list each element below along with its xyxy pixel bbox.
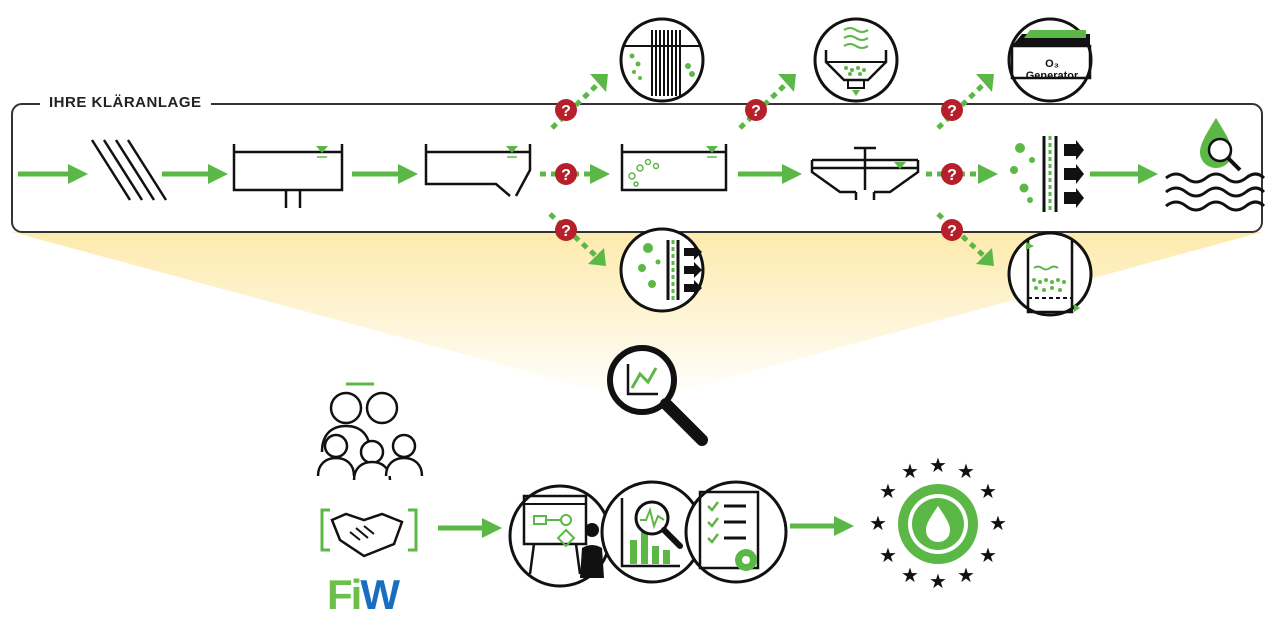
ozone-symbol: O₃: [1045, 58, 1059, 70]
svg-text:★: ★: [901, 459, 919, 483]
upgrade-arrows-2: [738, 74, 796, 130]
fiw-logo-fi: Fi: [327, 571, 362, 618]
expert-team-icon: [316, 382, 424, 481]
svg-text:★: ★: [901, 563, 919, 587]
svg-text:★: ★: [879, 543, 897, 567]
primary-clarifier-icon: [232, 144, 344, 208]
data-analysis-icon: [600, 480, 704, 584]
question-mark-icons: [555, 99, 963, 241]
membrane-bioreactor-icon: [619, 227, 705, 313]
svg-text:★: ★: [869, 511, 887, 535]
frame-title: IHRE KLÄRANLAGE: [40, 94, 211, 111]
handshake-icon: [320, 508, 418, 558]
clean-water-icon: [1165, 118, 1266, 212]
fiw-logo: FiW: [327, 571, 400, 618]
ozone-generator-label: O₃ Generator: [1010, 58, 1094, 82]
membrane-filter-icon: [1010, 136, 1084, 212]
svg-text:★: ★: [929, 453, 947, 477]
svg-text:★: ★: [979, 479, 997, 503]
svg-text:★: ★: [957, 459, 975, 483]
activated-sludge-tank-icon: [620, 144, 728, 192]
svg-text:★: ★: [989, 511, 1007, 535]
svg-text:★: ★: [929, 569, 947, 593]
svg-text:★: ★: [957, 563, 975, 587]
svg-text:★: ★: [979, 543, 997, 567]
sand-filter-icon: [813, 17, 899, 103]
svg-text:★: ★: [879, 479, 897, 503]
granular-filter-icon: [1007, 231, 1093, 317]
drum-screen-icon: [619, 17, 705, 103]
checklist-settings-icon: [684, 480, 788, 584]
consulting-flow-arrows: [438, 516, 854, 538]
planning-presentation-icon: [508, 484, 612, 588]
ozone-word: Generator: [1025, 70, 1079, 82]
fiw-logo-w: W: [360, 571, 400, 618]
secondary-clarifier-icon: [810, 146, 920, 200]
quality-seal-icon: ★ ★ ★ ★ ★ ★ ★ ★ ★ ★ ★ ★: [869, 453, 1007, 593]
highlight-cone: [12, 232, 1262, 402]
main-flow-arrows: [18, 164, 1158, 184]
ozone-generator-icon: [1007, 17, 1093, 103]
sludge-tank-icon: [424, 144, 532, 197]
screen-rake-icon: [90, 139, 168, 201]
plant-frame: [11, 103, 1263, 233]
analysis-magnifier-icon: [607, 345, 708, 446]
